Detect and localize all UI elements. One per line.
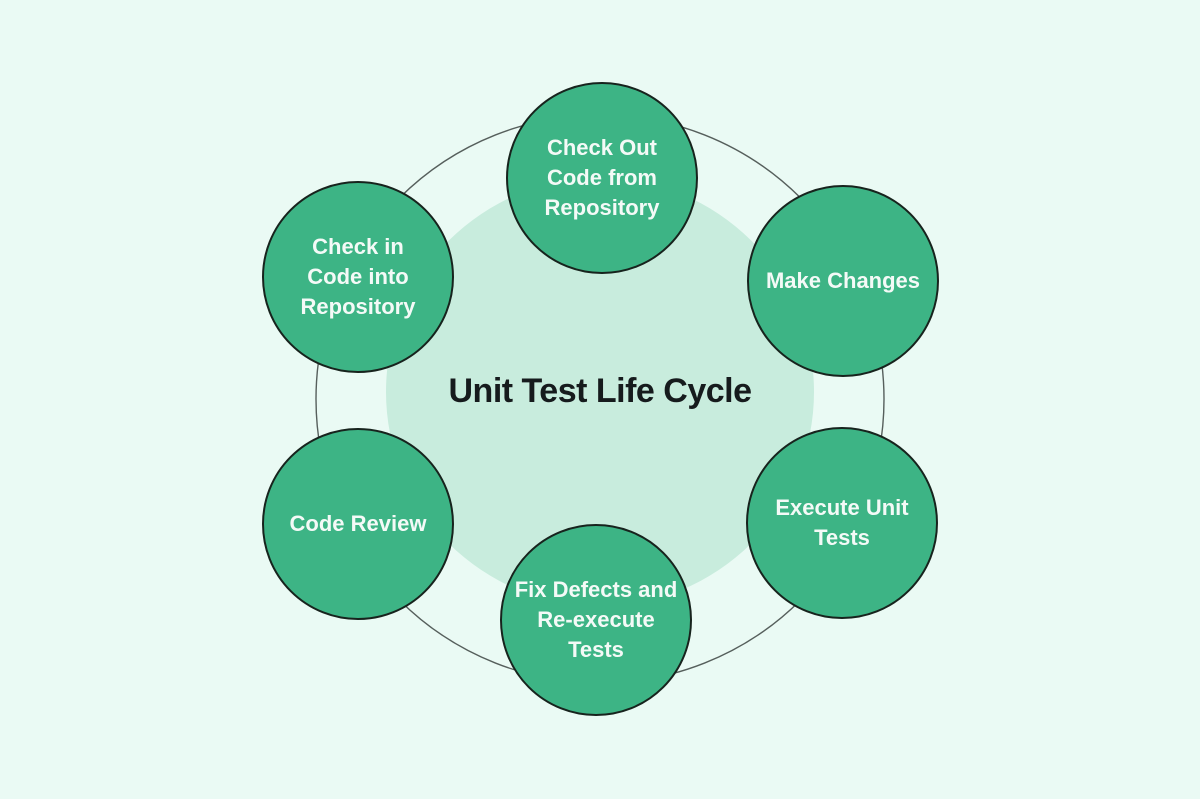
node-code-review: Code Review [262, 428, 454, 620]
node-make-changes: Make Changes [747, 185, 939, 377]
node-label: Check in Code into Repository [300, 234, 416, 319]
node-label: Fix Defects and Re-execute Tests [514, 577, 678, 662]
node-check-out-code-from-repository: Check Out Code from Repository [506, 82, 698, 274]
node-label: Check Out Code from Repository [544, 135, 660, 220]
node-execute-unit-tests: Execute Unit Tests [746, 427, 938, 619]
node-check-in-code-into-repository: Check in Code into Repository [262, 181, 454, 373]
node-label: Make Changes [765, 268, 921, 294]
node-fix-defects-and-re-execute-tests: Fix Defects and Re-execute Tests [500, 524, 692, 716]
node-label: Code Review [289, 511, 427, 537]
node-label: Execute Unit Tests [775, 495, 909, 550]
diagram-title: Unit Test Life Cycle [448, 372, 753, 410]
